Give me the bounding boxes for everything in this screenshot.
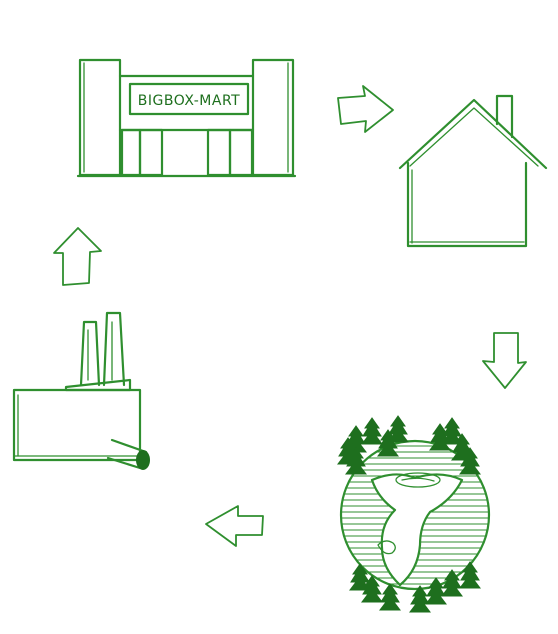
arrow-down-icon: [483, 333, 526, 388]
arrow-left-icon: [206, 506, 263, 546]
tree-icon: [426, 578, 446, 604]
factory-icon: [14, 313, 149, 469]
tree-icon: [388, 416, 408, 442]
landfill-globe-icon: [336, 416, 494, 612]
store-sign-text: BIGBOX-MART: [138, 93, 240, 109]
store-icon: BIGBOX-MART: [78, 60, 295, 176]
arrow-up-icon: [54, 228, 101, 285]
tree-icon: [350, 564, 370, 590]
house-icon: [400, 96, 546, 246]
tree-icon: [362, 418, 382, 444]
arrow-right-icon: [338, 86, 393, 132]
